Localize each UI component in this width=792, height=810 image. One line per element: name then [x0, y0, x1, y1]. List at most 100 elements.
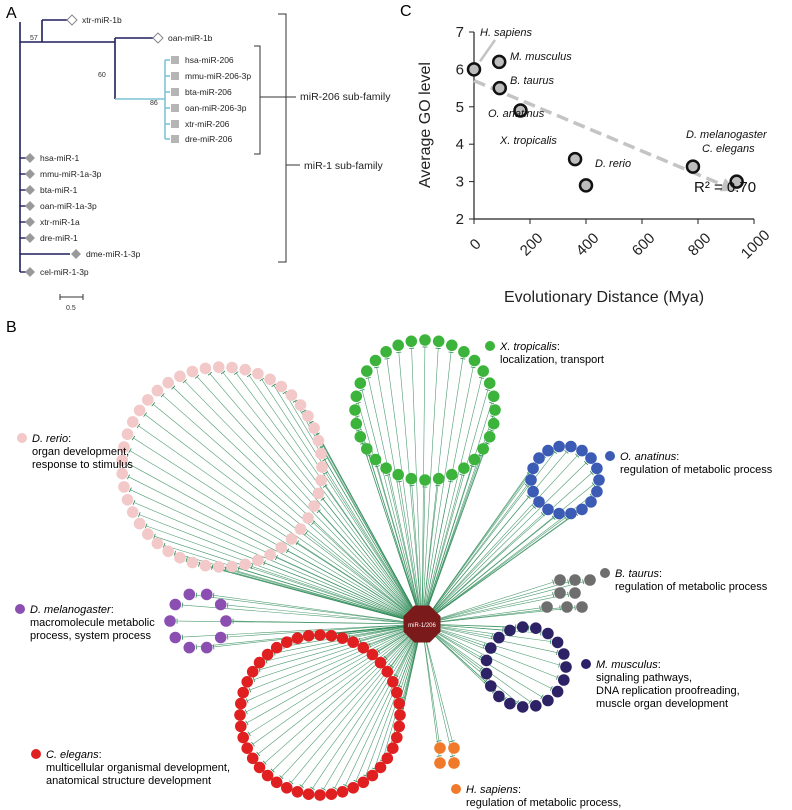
network-node-dre [199, 362, 212, 375]
network-edge [281, 623, 423, 778]
legend-colon-dre: : [68, 433, 71, 445]
tree-leaf-marker [25, 169, 35, 179]
network-node-dre [308, 500, 320, 512]
network-edge-tick [309, 420, 314, 424]
network-node-mmu [480, 667, 493, 680]
network-node-xtr [487, 417, 500, 430]
network-edge-tick [574, 605, 576, 611]
network-edge-tick [128, 448, 132, 454]
network-edge [301, 623, 423, 787]
network-edge-tick [301, 409, 307, 413]
network-edge-tick [173, 550, 176, 556]
x-tick-label: 200 [517, 230, 547, 260]
tree-leaf-marker [171, 120, 179, 128]
network-edge [139, 514, 423, 625]
chart-x-axis-title: Evolutionary Distance (Mya) [504, 289, 704, 306]
network-node-dre [294, 523, 307, 535]
network-edge-tick [332, 786, 338, 790]
network-edge [196, 376, 423, 625]
y-tick-label: 6 [456, 61, 464, 78]
network-edge [324, 459, 423, 625]
legend-title-dme: D. melanogaster: [30, 604, 114, 616]
network-edge-tick [374, 465, 380, 468]
network-node-mmu [530, 622, 542, 634]
network-edge-tick [171, 385, 176, 390]
chart-y-axis-title: Average GO level [417, 62, 434, 188]
network-edge-tick [591, 482, 596, 487]
network-node-dre [162, 376, 174, 389]
network-node-dre [312, 434, 325, 447]
network-node-cel [314, 629, 326, 641]
network-node-cel [387, 742, 399, 754]
network-edge [258, 623, 423, 755]
network-edge [321, 446, 423, 625]
network-edge-tick [251, 741, 255, 747]
legend-species-bta: B. taurus [615, 568, 660, 580]
legend-desc-mmu: muscle organ development [596, 698, 728, 710]
network-node-cel [325, 788, 338, 800]
network-edge-tick [224, 566, 227, 572]
network-node-oan [576, 444, 588, 457]
tree-leaf-label: bta-miR-1 [40, 185, 78, 195]
network-edge-tick [151, 402, 156, 407]
network-edge-tick [227, 602, 229, 608]
network-edge [323, 623, 423, 790]
tree-leaf-marker [152, 32, 164, 44]
network-edge-tick [245, 720, 249, 726]
network-edge-tick [470, 366, 476, 369]
network-edge [128, 463, 423, 625]
network-edge-tick [244, 709, 248, 715]
network-node-dre [252, 367, 264, 380]
network-node-cel [235, 697, 247, 710]
legend-colon-dme: : [111, 604, 114, 616]
tree-leaf-marker [25, 185, 35, 195]
chart-point [685, 159, 701, 174]
network-node-dre [302, 410, 314, 422]
network-node-dre [121, 494, 134, 506]
network-node-xtr [458, 462, 470, 475]
network-edge-tick [126, 461, 130, 467]
legend-title-mmu: M. musculus: [596, 659, 661, 671]
network-edge [334, 623, 423, 789]
network-node-cel [393, 720, 406, 733]
network-edge [421, 623, 440, 757]
network-node-dme [200, 641, 213, 654]
network-edge [421, 377, 482, 625]
network-edge [133, 502, 423, 625]
network-edge-tick [299, 784, 304, 788]
network-node-cel [314, 789, 326, 801]
network-edge-tick [322, 458, 328, 462]
network-edge-tick [198, 561, 201, 567]
network-node-xtr [361, 365, 373, 377]
legend-species-dre: D. rerio [32, 433, 68, 445]
network-node-oan [533, 452, 545, 464]
network-node-oan [591, 485, 603, 498]
tree-scale-label: 0.5 [66, 305, 76, 312]
network-edge [388, 623, 423, 752]
network-edge-tick [353, 779, 359, 783]
network-node-cel [234, 709, 246, 721]
chart-point-label: X. tropicalis [499, 135, 557, 147]
network-edge-tick [138, 512, 141, 518]
network-node-xtr [432, 472, 445, 485]
network-node-bta [554, 587, 566, 599]
legend-desc-xtr: localization, transport [500, 354, 604, 366]
network-edge [421, 352, 452, 625]
network-edge [138, 425, 423, 625]
network-node-dre [133, 404, 146, 417]
network-edge [162, 395, 423, 625]
tree-leaf-marker [25, 153, 35, 163]
network-edge [421, 513, 577, 625]
network-node-cel [387, 676, 399, 688]
network-node-dre [264, 548, 276, 561]
network-edge-tick [343, 784, 348, 787]
network-edge-tick [540, 694, 544, 700]
network-edge-tick [368, 642, 372, 648]
network-edge-tick [393, 674, 399, 677]
network-edge-tick [315, 432, 320, 436]
network-edge-tick [552, 592, 555, 598]
network-node-cel [381, 665, 394, 678]
network-edge [253, 623, 423, 680]
network-edge-tick [435, 484, 441, 487]
network-node-xtr [419, 334, 431, 346]
